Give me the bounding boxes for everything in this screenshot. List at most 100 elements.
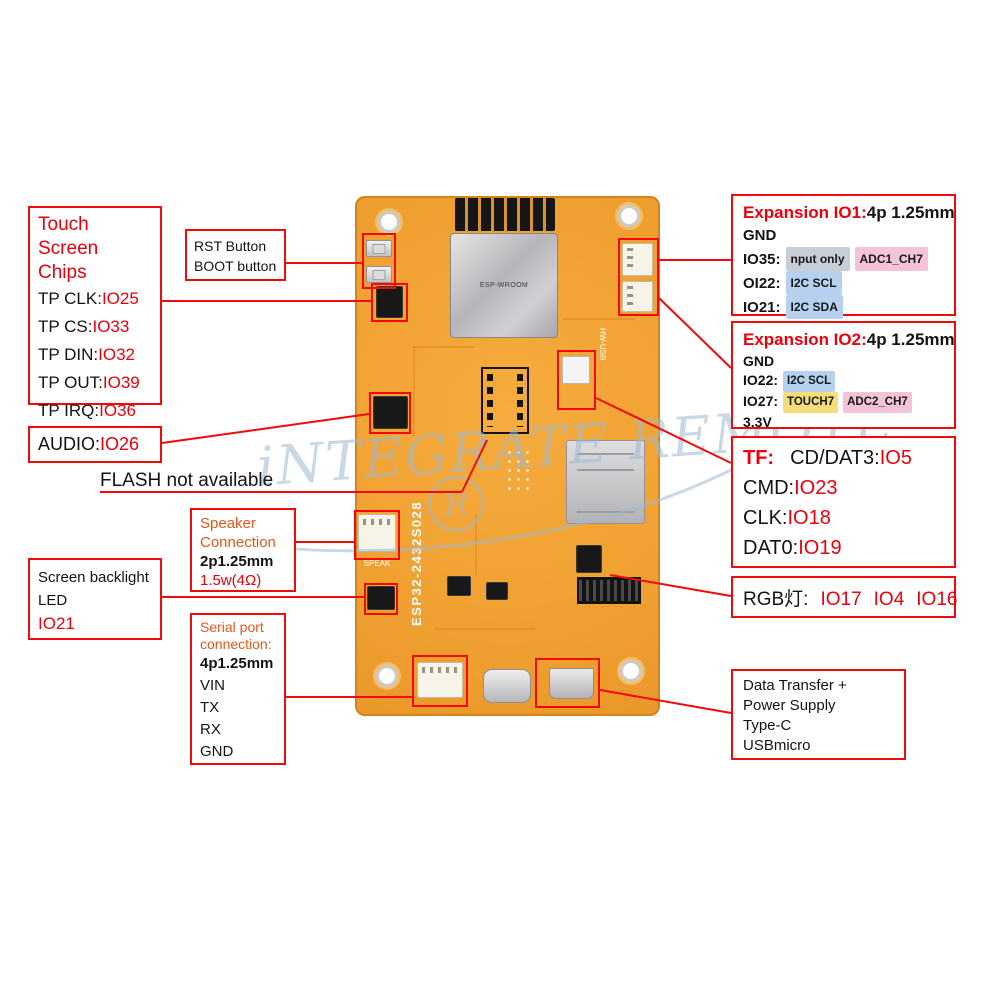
- expansion-io1-spec: 4p 1.25mm: [866, 203, 955, 222]
- touch-screen-chips-box: Touch Screen Chips TP CLK:IO25 TP CS:IO3…: [28, 206, 162, 420]
- serial-spec: 4p1.25mm: [200, 655, 274, 672]
- usb-line: Type-C: [743, 717, 792, 734]
- tf-card-slot: [566, 440, 645, 524]
- rgb-io: IO16: [916, 589, 958, 610]
- expansion-io1-title: Expansion IO1:: [743, 203, 867, 222]
- touch-title-line2: Screen Chips: [38, 238, 99, 283]
- pin-label: TP IRQ:: [38, 401, 100, 420]
- expansion-io2-title: Expansion IO2:: [743, 330, 867, 349]
- highlight-touch-chip: [371, 283, 408, 322]
- io-tag: TOUCH7: [783, 392, 839, 413]
- io-tag: I2C SDA: [785, 295, 843, 319]
- speak-silkscreen: SPEAK: [363, 559, 391, 568]
- serial-pin: RX: [200, 721, 221, 738]
- touch-title-line1: Touch: [38, 214, 89, 235]
- expansion-io1-box: Expansion IO1:4p 1.25mm GND IO35:nput on…: [731, 194, 956, 319]
- mounting-hole: [618, 205, 640, 227]
- usb-chip: [562, 356, 590, 384]
- io-row: 3.3V: [743, 413, 944, 432]
- tf-label: CMD:: [743, 477, 795, 499]
- mounting-hole: [376, 665, 398, 687]
- expansion-connector-io1: [622, 243, 653, 276]
- serial-pin: GND: [200, 743, 234, 760]
- rst-button-label: RST Button: [194, 238, 267, 254]
- small-ic: [487, 583, 507, 599]
- highlight-rst-boot-buttons: [362, 233, 396, 289]
- rst-boot-buttons-box: RST Button BOOT button: [185, 229, 286, 281]
- module-label: ESP-WROOM: [479, 282, 529, 289]
- tf-value: IO5: [879, 447, 912, 469]
- io-label: IO35:: [743, 251, 781, 268]
- tf-label: CD/DAT3:: [790, 447, 880, 469]
- tf-value: IO19: [798, 537, 842, 559]
- io-row: OI22:I2C SCL: [743, 271, 944, 295]
- io-label: IO21:: [743, 299, 781, 316]
- io-label: IO22:: [743, 372, 779, 388]
- mounting-hole: [378, 211, 400, 233]
- usb-type-c-port: [483, 669, 531, 703]
- tf-title: TF:: [743, 447, 775, 469]
- highlight-audio-chip: [369, 392, 411, 434]
- rgb-label: RGB灯:: [743, 589, 809, 610]
- highlight-expansion-connectors: [618, 238, 659, 316]
- io-row: IO21:I2C SDA: [743, 295, 944, 319]
- pin-label: TP OUT:: [38, 373, 103, 392]
- expansion-io2-title-row: Expansion IO2:4p 1.25mm: [743, 327, 955, 352]
- usb-ports-box: Data Transfer + Power Supply Type-C USBm…: [731, 669, 906, 760]
- display-connector: [577, 577, 641, 604]
- screen-backlight-box: Screen backlight LED IO21: [28, 558, 162, 640]
- tf-card-box: TF:CD/DAT3:IO5 CMD:IO23 CLK:IO18 DAT0:IO…: [731, 436, 956, 568]
- pin-label: TP CS:: [38, 317, 93, 336]
- rst-button: [366, 240, 392, 257]
- backlight-line2: LED: [38, 592, 68, 609]
- wifi-antenna: [455, 198, 555, 231]
- serial-title-line2: connection:: [200, 636, 272, 652]
- io-tag: ADC2_CH7: [843, 392, 912, 413]
- highlight-backlight: [364, 583, 398, 615]
- speaker-spec: 2p1.25mm: [200, 553, 274, 570]
- backlight-line1: Screen backlight: [38, 569, 149, 586]
- backlight-io: IO21: [38, 614, 75, 633]
- pin-value: IO39: [102, 373, 140, 392]
- highlight-serial-connector: [412, 655, 468, 707]
- pin-label: TP CLK:: [38, 289, 102, 308]
- audio-box: AUDIO:IO26: [28, 426, 162, 463]
- boot-button-label: BOOT button: [194, 258, 277, 274]
- highlight-tf-component: [557, 350, 596, 410]
- serial-port-box: Serial port connection: 4p1.25mm VIN TX …: [190, 613, 286, 765]
- audio-amp-chip: [374, 397, 407, 428]
- highlight-speaker-connector: [354, 510, 400, 560]
- io-tag: I2C SCL: [785, 271, 842, 295]
- usb-silkscreen: HW-USB: [598, 328, 607, 361]
- touch-controller-chip: [377, 287, 402, 317]
- audio-value: IO26: [100, 434, 140, 454]
- io-label: GND: [743, 353, 775, 369]
- tf-row: DAT0:IO19: [743, 533, 944, 563]
- usb-line: Data Transfer +: [743, 677, 847, 694]
- pin-value: IO33: [92, 317, 130, 336]
- esp32-module: ESP-WROOM: [450, 233, 558, 338]
- expansion-connector-io2: [622, 281, 653, 312]
- expansion-io1-title-row: Expansion IO1:4p 1.25mm: [743, 200, 955, 225]
- backlight-circuit: [368, 587, 394, 609]
- rgb-io: IO17: [820, 589, 862, 610]
- serial-connector: [417, 662, 463, 698]
- pin-row: TP OUT:IO39: [38, 369, 152, 397]
- io-tag: I2C SCL: [783, 371, 836, 392]
- header-footprint: [505, 448, 531, 494]
- serial-title-line1: Serial port: [200, 619, 264, 635]
- io-row: GND: [743, 225, 944, 247]
- pin-value: IO32: [98, 345, 135, 364]
- flash-note: FLASH not available: [100, 470, 274, 491]
- expansion-io2-box: Expansion IO2:4p 1.25mm GND IO22:I2C SCL…: [731, 321, 956, 432]
- highlight-micro-usb: [535, 658, 600, 708]
- tf-row: TF: CD/DAT3:IO5: [743, 443, 944, 473]
- serial-pin: TX: [200, 699, 220, 716]
- pin-row: TP DIN:IO32: [38, 341, 152, 369]
- micro-usb-port: [549, 668, 594, 699]
- speaker-connection-box: Speaker Connection 2p1.25mm 1.5w(4Ω): [190, 508, 296, 592]
- connector-line: [658, 297, 732, 369]
- tf-row: CMD:IO23: [743, 473, 944, 503]
